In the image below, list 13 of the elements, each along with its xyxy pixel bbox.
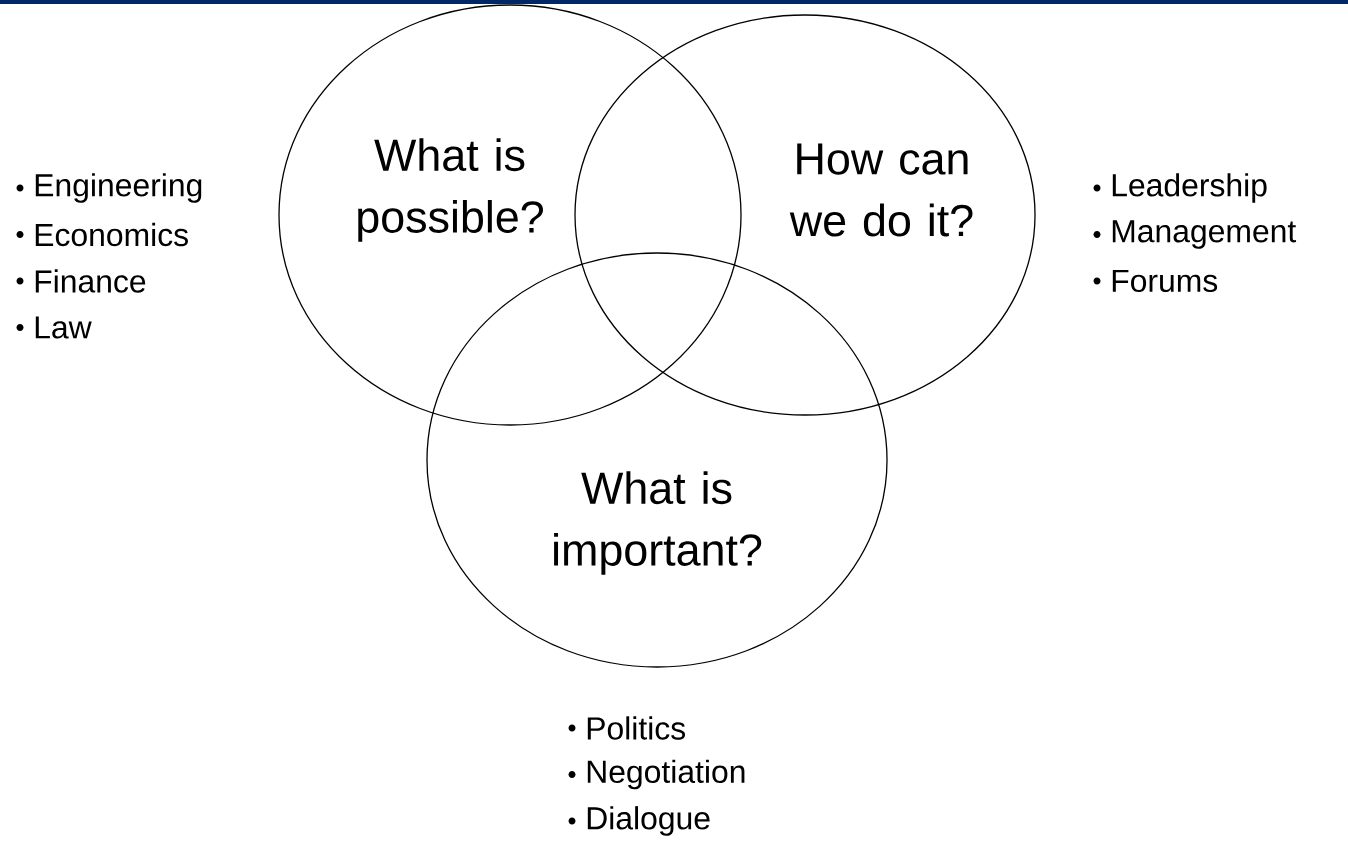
bullet-item: Economics	[16, 222, 188, 247]
bullet-item: Management	[1093, 220, 1297, 249]
circle-label: What is possible?	[358, 138, 543, 242]
bullet-item: Negotiation	[568, 759, 745, 790]
bullet-item: Law	[16, 316, 92, 339]
bullet-item: Finance	[16, 269, 146, 293]
bullet-item: Dialogue	[568, 806, 710, 836]
bullet-item: Leadership	[1093, 173, 1267, 203]
bullet-item: Politics	[568, 716, 685, 740]
circle-label: How can we do it?	[789, 143, 973, 237]
bullet-item: Engineering	[16, 173, 202, 203]
bullet-item: Forums	[1093, 269, 1218, 293]
circle-label: What is important?	[554, 471, 762, 575]
